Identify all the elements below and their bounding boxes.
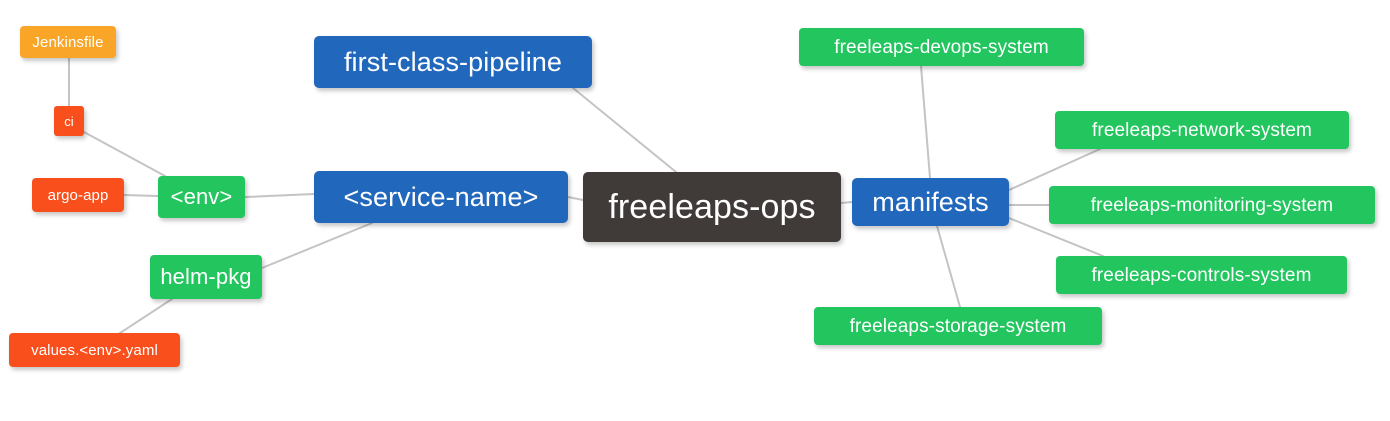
mindmap-node-label: helm-pkg (160, 264, 252, 289)
mindmap-node-freeleaps-storage-system[interactable]: freeleaps-storage-system (814, 307, 1102, 345)
mindmap-node-freeleaps-ops[interactable]: freeleaps-ops (583, 172, 841, 242)
mindmap-node-label: argo-app (47, 186, 109, 204)
mindmap-node-ci[interactable]: ci (54, 106, 84, 136)
mindmap-node-label: first-class-pipeline (343, 46, 563, 77)
mindmap-node-label: Jenkinsfile (32, 33, 104, 51)
edge-service-name-to-freeleaps-ops (567, 196, 584, 201)
mindmap-node-label: manifests (872, 186, 989, 217)
mindmap-node-label: <service-name> (343, 181, 539, 212)
mindmap-node-label: ci (64, 113, 74, 129)
mindmap-node-first-class-pipeline[interactable]: first-class-pipeline (314, 36, 592, 88)
mindmap-node-label: freeleaps-network-system (1092, 119, 1312, 141)
mindmap-node-manifests[interactable]: manifests (852, 178, 1009, 226)
mindmap-node-freeleaps-devops-system[interactable]: freeleaps-devops-system (799, 28, 1084, 66)
mindmap-node-jenkinsfile[interactable]: Jenkinsfile (20, 26, 116, 58)
edge-manifests-to-freeleaps-storage-system (936, 225, 961, 308)
mindmap-node-label: <env> (170, 184, 233, 209)
mindmap-node-label: freeleaps-ops (608, 188, 816, 226)
edge-manifests-to-freeleaps-devops-system (920, 65, 931, 179)
mindmap-node-label: freeleaps-devops-system (834, 36, 1049, 58)
edge-ci-to-env (83, 131, 166, 177)
mindmap-node-label: freeleaps-controls-system (1091, 264, 1312, 286)
edge-argo-app-to-env (123, 194, 159, 197)
mindmap-node-freeleaps-network-system[interactable]: freeleaps-network-system (1055, 111, 1349, 149)
mindmap-node-argo-app[interactable]: argo-app (32, 178, 124, 212)
mindmap-node-service-name[interactable]: <service-name> (314, 171, 568, 223)
mindmap-node-helm-pkg[interactable]: helm-pkg (150, 255, 262, 299)
edge-env-to-service-name (244, 193, 315, 198)
mindmap-node-label: values.<env>.yaml (31, 341, 158, 359)
edge-manifests-to-freeleaps-network-system (1008, 148, 1101, 191)
edge-service-name-to-helm-pkg (261, 222, 373, 269)
mindmap-node-env[interactable]: <env> (158, 176, 245, 218)
mindmap-node-freeleaps-monitoring-system[interactable]: freeleaps-monitoring-system (1049, 186, 1375, 224)
mindmap-node-values-env-yaml[interactable]: values.<env>.yaml (9, 333, 180, 367)
edge-first-class-pipeline-to-freeleaps-ops (572, 87, 677, 173)
mindmap-node-label: freeleaps-monitoring-system (1090, 194, 1334, 216)
edge-freeleaps-ops-to-manifests (840, 201, 853, 204)
edge-helm-pkg-to-values-env-yaml (119, 298, 173, 334)
mindmap-node-freeleaps-controls-system[interactable]: freeleaps-controls-system (1056, 256, 1347, 294)
mindmap-node-label: freeleaps-storage-system (849, 315, 1067, 337)
